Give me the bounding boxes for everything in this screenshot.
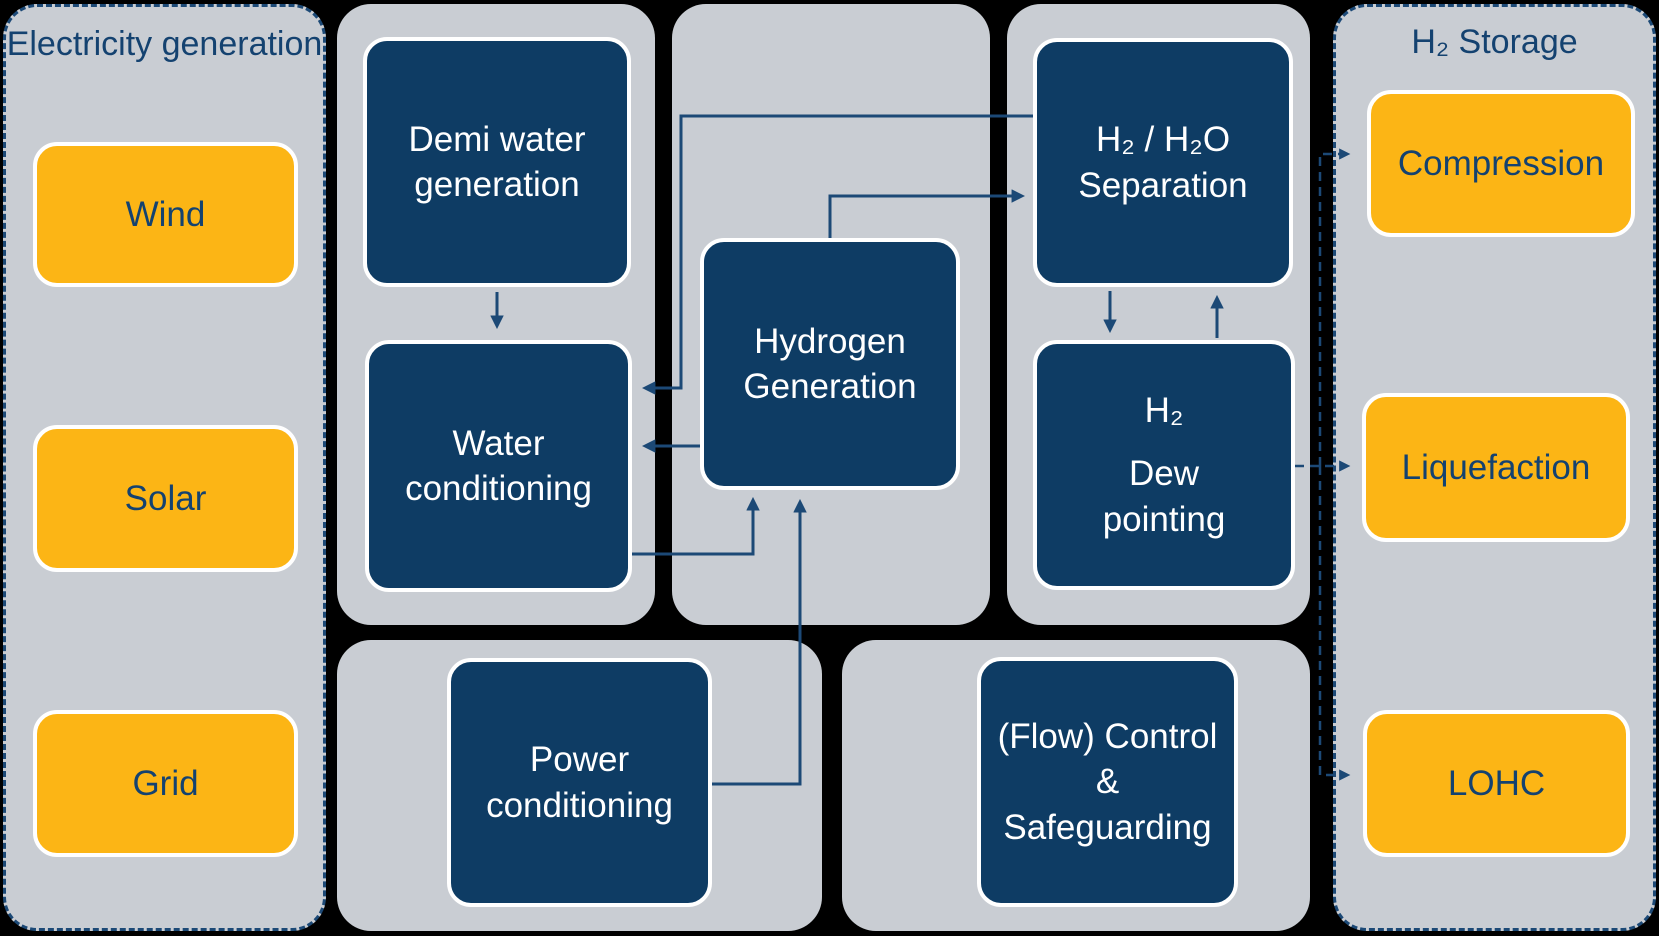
node-power-conditioning: Power conditioning xyxy=(447,658,712,907)
panel-electricity-title-line1: Electricity xyxy=(6,25,153,63)
node-grid-label: Grid xyxy=(132,763,199,803)
node-lohc-label: LOHC xyxy=(1447,763,1546,803)
node-demi-water-generation: Demi water generation xyxy=(363,37,631,287)
node-demi-water-line2: generation xyxy=(414,165,580,204)
node-power-conditioning-line1: Power xyxy=(529,740,630,779)
node-lohc: LOHC xyxy=(1363,710,1630,857)
node-separation-line1: H₂ / H₂O xyxy=(1095,120,1231,159)
panel-h2-storage-title-text: H₂ Storage xyxy=(1411,23,1578,61)
node-solar-label: Solar xyxy=(124,478,207,518)
node-hydrogen-generation-line1: Hydrogen xyxy=(754,321,906,361)
node-liquefaction-label: Liquefaction xyxy=(1401,447,1591,487)
node-h2-dew-pointing: H₂ Dew pointing xyxy=(1033,340,1295,590)
node-flow-control-safeguarding: (Flow) Control & Safeguarding xyxy=(977,657,1238,907)
node-wind: Wind xyxy=(33,142,298,287)
node-water-conditioning: Water conditioning xyxy=(365,340,632,592)
node-hydrogen-generation-line2: Generation xyxy=(743,367,917,406)
node-wind-label: Wind xyxy=(125,194,206,234)
panel-electricity-title-line2: generation xyxy=(161,25,323,63)
node-grid: Grid xyxy=(33,710,298,857)
node-flow-control-line2: & xyxy=(1095,762,1120,802)
node-demi-water-line1: Demi water xyxy=(408,119,586,159)
node-compression-label: Compression xyxy=(1397,143,1605,183)
node-h2-h2o-separation: H₂ / H₂O Separation xyxy=(1033,38,1293,287)
node-water-conditioning-line2: conditioning xyxy=(405,469,592,508)
node-separation-line2: Separation xyxy=(1078,165,1248,205)
node-power-conditioning-line2: conditioning xyxy=(486,785,673,825)
node-compression: Compression xyxy=(1367,90,1635,237)
node-dew-pointing-line3: pointing xyxy=(1102,499,1226,539)
node-water-conditioning-line1: Water xyxy=(452,423,545,463)
node-flow-control-line1: (Flow) Control xyxy=(997,716,1218,756)
node-liquefaction: Liquefaction xyxy=(1362,393,1630,542)
node-dew-pointing-line2: Dew xyxy=(1128,454,1200,494)
panel-h2-storage-title: H₂ Storage xyxy=(1336,21,1653,65)
node-dew-pointing-line1: H₂ xyxy=(1144,390,1184,430)
node-solar: Solar xyxy=(33,425,298,572)
node-flow-control-line3: Safeguarding xyxy=(1003,807,1212,847)
node-hydrogen-generation: Hydrogen Generation xyxy=(700,238,960,490)
panel-electricity-title: Electricity generation xyxy=(6,23,323,67)
